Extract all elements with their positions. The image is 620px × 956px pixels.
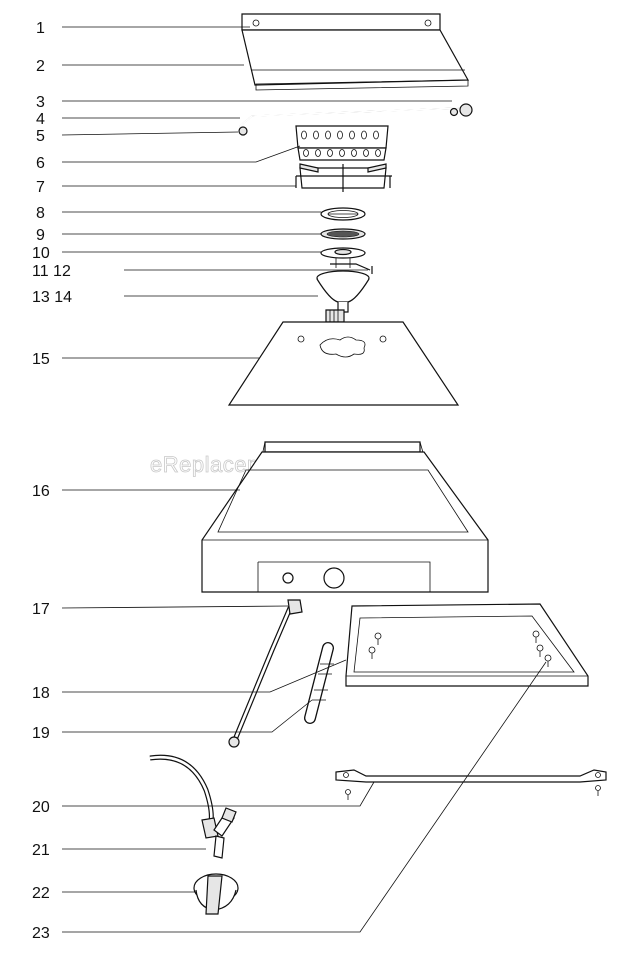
callout-11-12: 11 12 [32,263,71,280]
part-bracket [335,769,607,800]
callout-4: 4 [36,111,45,128]
callout-7: 7 [36,179,45,196]
callout-6: 6 [36,155,45,172]
callout-19: 19 [32,725,50,742]
callout-13-14: 13 14 [32,289,72,306]
part-venturi-bowl [316,270,370,323]
callout-15: 15 [32,351,50,368]
part-burner-ring [295,125,389,161]
part-gas-tube [238,103,473,136]
callout-16: 16 [32,483,50,500]
callout-1: 1 [36,20,45,37]
part-grate [295,163,392,192]
callout-9: 9 [36,227,45,244]
callout-labels: 1 2 3 4 5 6 7 8 9 10 11 12 13 14 15 16 1… [32,20,72,942]
part-frame [345,603,589,687]
callout-8: 8 [36,205,45,222]
callout-21: 21 [32,842,50,859]
part-burner-plate [320,247,373,274]
callout-20: 20 [32,799,50,816]
callout-2: 2 [36,58,45,75]
callout-23: 23 [32,925,50,942]
callout-10: 10 [32,245,50,262]
callout-3: 3 [36,94,45,111]
part-mounting-plate [227,321,460,406]
callout-22: 22 [32,885,50,902]
callout-5: 5 [36,128,45,145]
part-control-knob [193,873,239,915]
part-cover-lid [241,13,470,91]
leader-lines [61,26,547,933]
callout-18: 18 [32,685,50,702]
part-housing [201,441,489,593]
part-screen-disc [320,228,366,240]
part-supply-pipe [228,599,303,748]
part-gasket-ring [320,207,366,221]
callout-17: 17 [32,601,50,618]
part-hose-valve [149,754,237,859]
part-manifold [304,642,334,724]
